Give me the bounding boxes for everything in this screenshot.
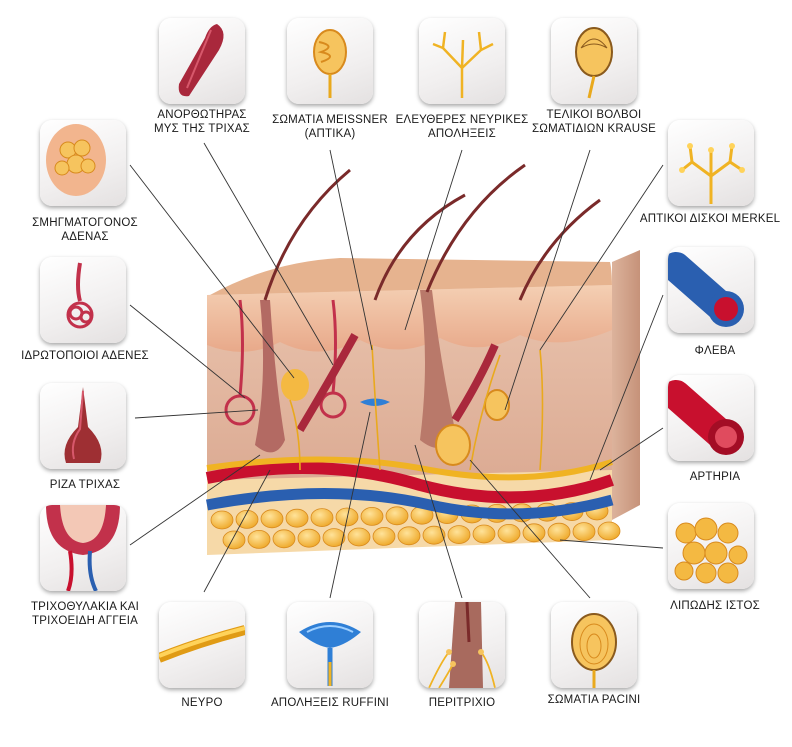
label-merkel: ΑΠΤΙΚΟΙ ΔΙΣΚΟΙ MERKEL [639, 213, 781, 225]
fat-cell [372, 527, 396, 546]
label-meissner: ΣΩΜΑΤΙΑ MEISSNER(ΑΠΤΙΚΑ) [272, 114, 388, 140]
fat-cell [447, 525, 471, 544]
fat-cell [522, 523, 546, 543]
fat-cell [322, 528, 346, 547]
fat-cell [247, 530, 271, 549]
fat-cell [597, 521, 621, 541]
label-ruffini: ΑΠΟΛΗΞΕΙΣ RUFFINI [270, 697, 390, 709]
fat-cell [572, 522, 596, 541]
artery-icon [668, 375, 754, 461]
fat-cell [547, 522, 571, 542]
label-artery: ΑΡΤΗΡΙΑ [689, 471, 741, 483]
label-pacini: ΣΩΜΑΤΙΑ PACINI [547, 694, 641, 706]
fat-cell [347, 527, 371, 547]
fat-cell [297, 528, 321, 548]
hair-root-icon [40, 383, 126, 469]
fat-cell [210, 510, 234, 530]
fat-cell [385, 506, 409, 526]
label-nerve: ΝΕΥΡΟ [181, 697, 223, 709]
nerve-icon [159, 602, 245, 688]
fat-cell [397, 526, 421, 546]
meissner-corpuscle-icon [287, 18, 373, 104]
label-hair-root: ΡΙΖΑ ΤΡΙΧΑΣ [49, 479, 121, 491]
fat-cells-icon [668, 503, 754, 589]
merkel-disc-icon [668, 120, 754, 206]
ruffini-ending-icon [287, 602, 373, 688]
muscle-icon [159, 18, 245, 104]
fat-cell [235, 510, 259, 529]
fat-cell [472, 524, 496, 544]
krause-bulb-icon [551, 18, 637, 104]
gland-icon [40, 120, 126, 206]
fat-cell [285, 508, 309, 528]
fat-cell [422, 525, 446, 545]
sweat-gland-icon [40, 257, 126, 343]
label-sweat-glands: ΙΔΡΩΤΟΠΟΙΟΙ ΑΔΕΝΕΣ [21, 350, 149, 362]
fat-cell [335, 507, 359, 527]
fat-cell [310, 508, 334, 527]
label-hair-plexus: ΠΕΡΙΤΡΙΧΙΟ [428, 697, 496, 709]
fat-cell [272, 529, 296, 549]
label-vein: ΦΛΕΒΑ [694, 345, 736, 357]
fat-cell [360, 507, 384, 526]
vein-icon [668, 247, 754, 333]
nerve-endings-icon [419, 18, 505, 104]
label-adipose: ΛΙΠΩΔΗΣ ΙΣΤΟΣ [670, 600, 760, 612]
pacinian-corpuscle-icon [551, 602, 637, 688]
fat-cell [497, 524, 521, 543]
fat-cell [260, 509, 284, 529]
fat-cell [222, 530, 246, 550]
follicle-icon [40, 505, 126, 591]
hair-plexus-icon [419, 602, 505, 688]
